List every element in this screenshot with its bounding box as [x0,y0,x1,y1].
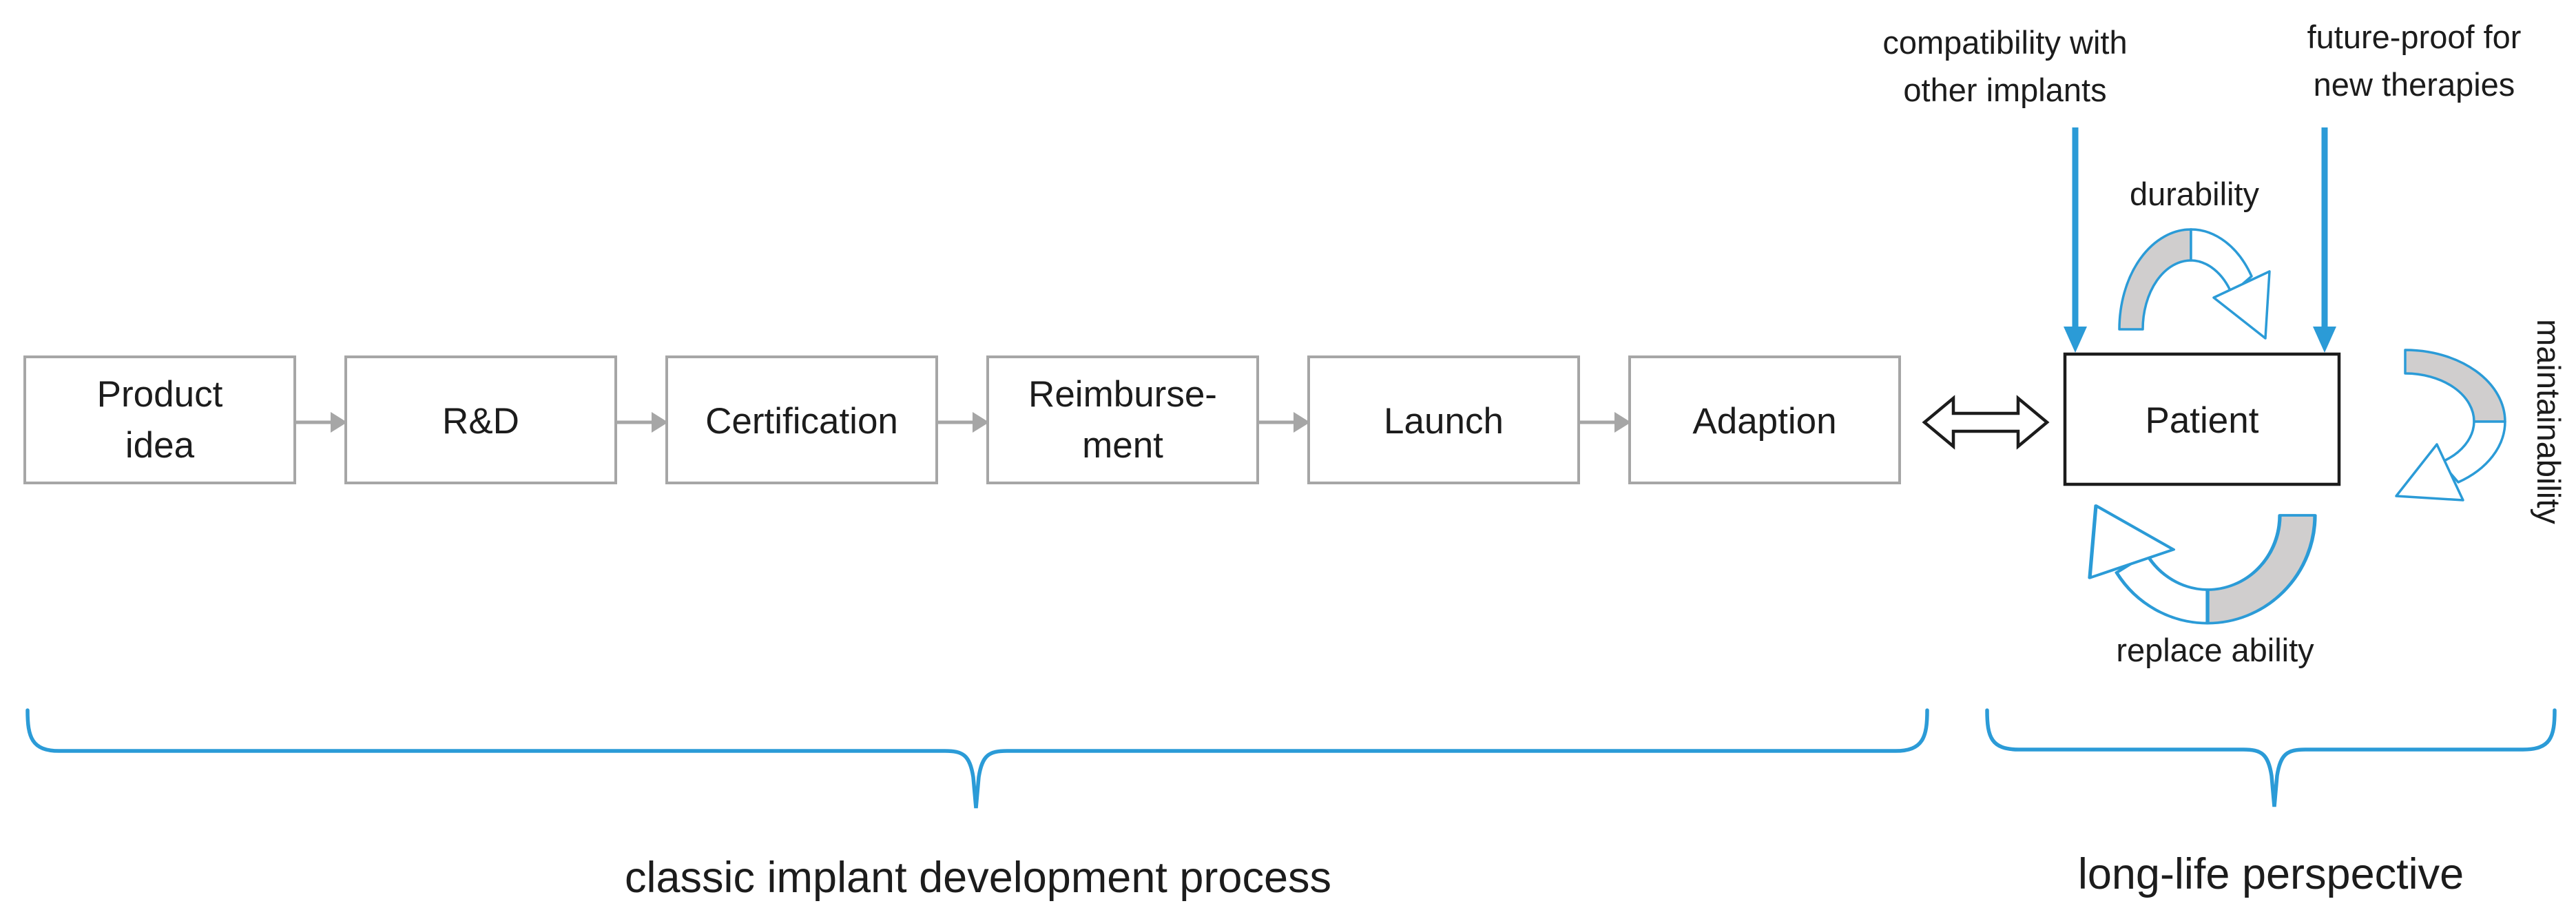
process-box-label-line1: Product [97,374,223,415]
maintainability-label: maintainability [2531,319,2567,524]
process-box-product-idea: Product idea [23,355,296,484]
replaceability-curved-arrow-icon [2090,506,2315,623]
connector-arrowhead-icon [652,412,668,433]
process-box-rect [986,355,1259,484]
connector-arrow-2 [616,412,668,433]
durability-curved-arrow-icon [2118,228,2271,340]
arrow-shaft [2072,127,2079,329]
patient-box-rect [2063,352,2341,486]
future-proof-label-line1: future-proof for [2307,19,2522,55]
maintainability-curved-arrow-icon [2395,349,2506,502]
future-proof-label-line2: new therapies [2314,66,2515,103]
connector-arrow-5 [1579,412,1631,433]
compatibility-arrow [2064,127,2087,353]
process-box-label-line2: ment [1082,425,1163,466]
process-box-label: Adaption [1692,401,1836,442]
connector-arrow-4 [1258,412,1310,433]
durability-label: durability [2130,176,2260,212]
classic-process-title: classic implant development process [625,854,1331,902]
future-proof-arrow [2313,127,2336,353]
classic-process-brace [25,708,1929,809]
connector-arrowhead-icon [331,412,347,433]
connector-arrowhead-icon [973,412,989,433]
replaceability-label: replace ability [2116,632,2314,668]
process-box-rect [665,355,938,484]
arrow-down-icon [2313,327,2336,353]
process-box-label-line1: Reimburse- [1028,374,1217,415]
process-box-rect [1628,355,1901,484]
process-box-label: Launch [1384,401,1504,442]
double-headed-arrow-icon [1922,395,2050,450]
longlife-brace [1985,708,2557,807]
process-box-rd: R&D [344,355,617,484]
compatibility-label-line1: compatibility with [1882,24,2127,61]
connector-arrowhead-icon [1614,412,1631,433]
compatibility-label-line2: other implants [1903,72,2106,108]
process-box-rect [344,355,617,484]
patient-box-label: Patient [2145,400,2258,441]
arrow-shaft [2321,127,2328,329]
arrow-down-icon [2064,327,2087,353]
connector-arrow-3 [937,412,989,433]
connector-arrow-1 [295,412,347,433]
process-box-label-line2: idea [125,425,195,466]
process-box-rect [1307,355,1580,484]
process-box-certification: Certification [665,355,938,484]
process-box-launch: Launch [1307,355,1580,484]
process-box-label: Certification [705,401,898,442]
connector-arrowhead-icon [1294,412,1310,433]
process-box-label: R&D [442,401,519,442]
process-box-rect [23,355,296,484]
process-box-adaption: Adaption [1628,355,1901,484]
patient-box: Patient [2063,352,2341,486]
process-box-reimbursement: Reimburse- ment [986,355,1259,484]
longlife-title: long-life perspective [2078,850,2464,898]
